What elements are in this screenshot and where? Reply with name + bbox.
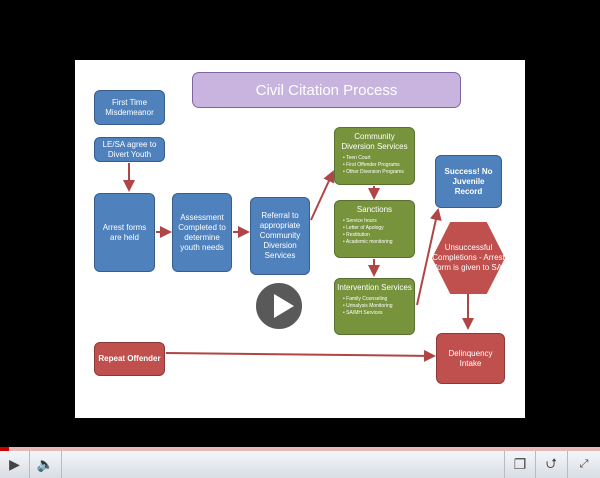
list-item: Teen Court <box>343 155 412 162</box>
popout-button[interactable]: ❐ <box>504 451 536 478</box>
windows-icon: ❐ <box>513 456 527 472</box>
list-item: Academic monitoring <box>343 239 412 246</box>
share-button[interactable]: ⮍ <box>536 451 568 478</box>
progress-fill <box>0 447 9 451</box>
fullscreen-button[interactable]: ⤢ <box>568 451 600 478</box>
list-item: Restitution <box>343 232 412 239</box>
community-title: Community Diversion Services <box>341 132 408 151</box>
play-button[interactable]: ▶ <box>0 451 30 478</box>
sanctions-box: Sanctions Service hoursLetter of Apology… <box>334 200 415 258</box>
intervention-box: Intervention Services Family CounselingU… <box>334 278 415 335</box>
list-item: First Offender Programs <box>343 162 412 169</box>
flow-arrows <box>123 163 474 362</box>
volume-button[interactable]: 🔈 <box>30 451 62 478</box>
progress-bar[interactable] <box>0 447 600 451</box>
first-time-misdemeanor-box: First Time Misdemeanor <box>94 90 165 125</box>
sanctions-title: Sanctions <box>356 205 393 214</box>
speaker-icon: 🔈 <box>36 456 55 472</box>
list-item: Urinalysis Monitoring <box>343 303 412 310</box>
intervention-title: Intervention Services <box>337 283 412 292</box>
list-item: Letter of Apology <box>343 225 412 232</box>
delinquency-intake-box: Delinquency Intake <box>436 333 505 384</box>
play-icon: ▶ <box>9 456 20 472</box>
list-item: Other Diversion Programs <box>343 169 412 176</box>
success-box: Success! No Juvenile Record <box>435 155 502 208</box>
referral-box: Referral to appropriate Community Divers… <box>250 197 310 275</box>
community-diversion-box: Community Diversion Services Teen CourtF… <box>334 127 415 185</box>
play-overlay-button[interactable] <box>254 281 304 331</box>
player-controls: ▶ 🔈 ❐ ⮍ ⤢ <box>0 451 600 478</box>
fullscreen-icon: ⤢ <box>579 458 589 470</box>
le-sa-agree-box: LE/SA agree to Divert Youth <box>94 137 165 162</box>
slide-title: Civil Citation Process <box>192 72 461 108</box>
share-arrow-icon: ⮍ <box>545 454 558 471</box>
assessment-box: Assessment Completed to determine youth … <box>172 193 232 272</box>
repeat-offender-box: Repeat Offender <box>94 342 165 376</box>
list-item: SA/MH Services <box>343 310 412 317</box>
video-frame-slide: Civil Citation Process First Time Misdem… <box>75 60 525 418</box>
list-item: Service hours <box>343 218 412 225</box>
arrest-forms-box: Arrest forms are held <box>94 193 155 272</box>
list-item: Family Counseling <box>343 296 412 303</box>
